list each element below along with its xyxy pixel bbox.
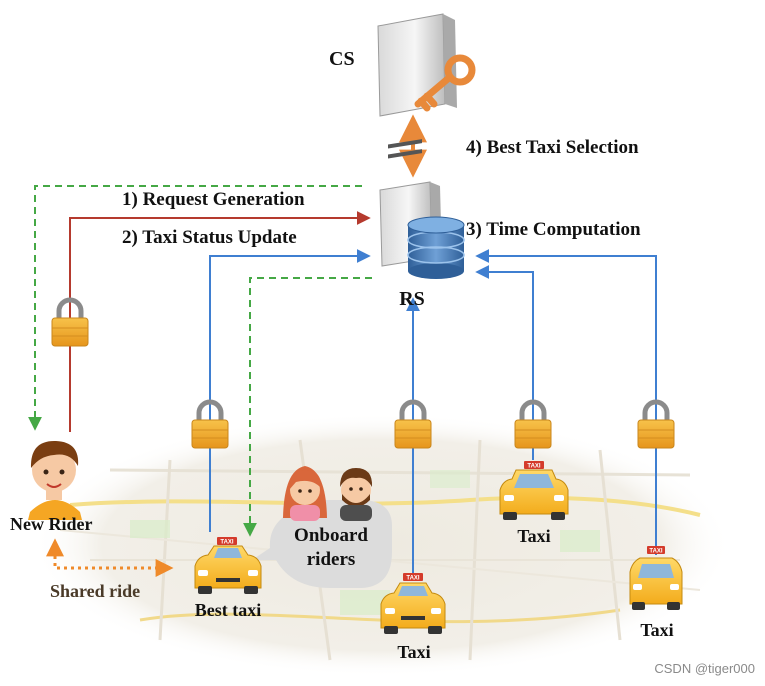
onboard-rider-man-icon [340, 468, 373, 521]
taxi-label-far-right: Taxi [640, 620, 674, 640]
taxi-right-sign: TAXI [527, 464, 541, 470]
best-taxi-icon: TAXI [194, 537, 262, 594]
response-arrow-rider [28, 185, 362, 431]
best-taxi-sign: TAXI [220, 540, 234, 546]
key-icon [414, 54, 476, 112]
lock-icon-taxi-far-right [637, 399, 675, 449]
shared-ride-label: Shared ride [50, 581, 141, 601]
taxi-center-sign: TAXI [406, 576, 420, 582]
response-arrow-best-taxi [243, 277, 372, 537]
cs-label: CS [329, 48, 355, 70]
taxi-label-right: Taxi [517, 526, 551, 546]
watermark: CSDN @tiger000 [654, 661, 755, 676]
new-rider-avatar-icon [28, 440, 82, 520]
onboard-riders-line-2: riders [306, 549, 356, 570]
best-taxi-label: Best taxi [194, 600, 262, 620]
lock-icon-taxi-right [514, 399, 552, 449]
lock-icon-best-taxi [191, 399, 229, 449]
cs-server-icon [377, 13, 457, 117]
onboard-riders-bubble [252, 500, 392, 588]
status-arrow-taxi-far-right [475, 249, 657, 555]
taxi-icon-far-right: TAXI [629, 546, 683, 610]
step-taxi-status-update: 2) Taxi Status Update [122, 227, 297, 248]
onboard-riders-label: Onboard riders [294, 524, 368, 572]
taxi-label-center: Taxi [397, 642, 431, 662]
request-arrow [69, 211, 371, 432]
status-arrow-taxi-right [475, 265, 534, 460]
taxi-icon-center: TAXI [380, 573, 446, 634]
step-time-computation: 3) Time Computation [466, 219, 641, 240]
rs-label: RS [399, 288, 425, 310]
step-best-taxi-selection: 4) Best Taxi Selection [466, 137, 639, 158]
step-request-generation: 1) Request Generation [122, 189, 305, 210]
taxi-far-right-sign: TAXI [649, 549, 663, 555]
onboard-rider-woman-icon [283, 466, 327, 521]
new-rider-label: New Rider [10, 514, 93, 534]
taxi-icon-right: TAXI [499, 461, 569, 520]
shared-ride-arrow [46, 538, 174, 577]
lock-icon-request [51, 297, 89, 347]
lock-icon-taxi-center [394, 399, 432, 449]
database-icon [407, 216, 465, 279]
onboard-riders-line-1: Onboard [294, 525, 368, 546]
